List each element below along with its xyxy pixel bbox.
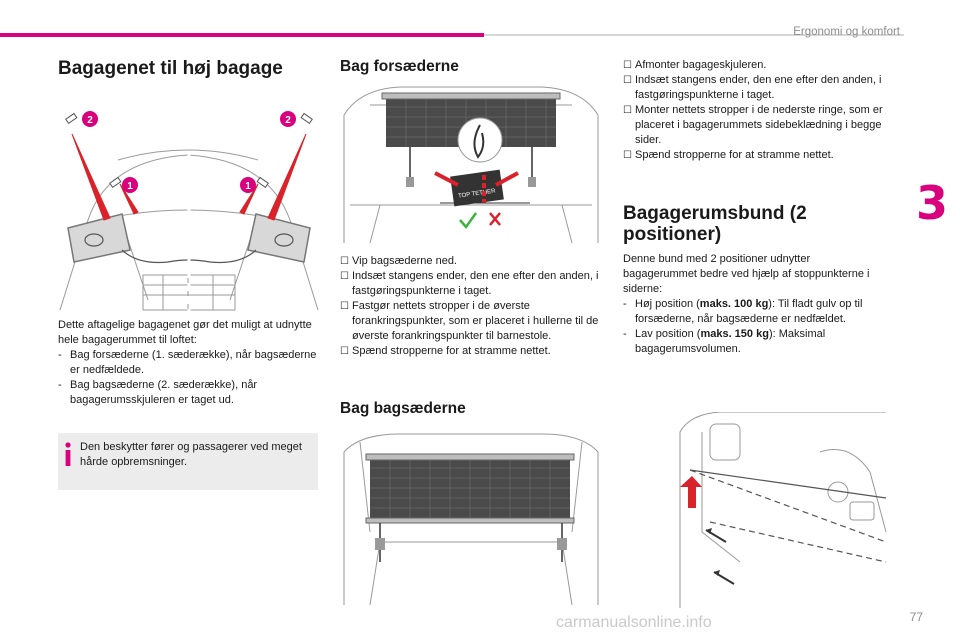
marker-label: 1 xyxy=(127,181,133,192)
step-item: ☐Monter nettets stropper i de nederste r… xyxy=(623,104,883,146)
figure-luggage-net-roof: 2 2 1 1 xyxy=(58,100,320,312)
boot-floor-description: Denne bund med 2 positioner udnytter bag… xyxy=(623,252,885,357)
marker-2-left xyxy=(82,111,98,127)
info-box xyxy=(58,433,318,490)
step-item: ☐Vip bagsæderne ned. xyxy=(340,255,457,267)
luggage-net-description: Dette aftagelige bagagenet gør det mulig… xyxy=(58,318,320,408)
header-accent-bar xyxy=(0,33,484,37)
marker-label: 1 xyxy=(245,181,251,192)
list-item: -Lav position (maks. 150 kg): Maksimal b… xyxy=(623,328,826,355)
intro-text: Denne bund med 2 positioner udnytter bag… xyxy=(623,253,870,295)
top-tether-label: TOP TETHER xyxy=(458,188,497,199)
info-text: Den beskytter fører og passagerer ved me… xyxy=(80,441,302,468)
list-item: -Høj position (maks. 100 kg): Til fladt … xyxy=(623,298,863,325)
step-item: ☐Indsæt stangens ender, den ene efter de… xyxy=(340,270,599,297)
marker-1-right xyxy=(240,177,256,193)
figure-net-behind-rear-seats xyxy=(340,432,602,607)
section-title-behind-rear-seats: Bag bagsæderne xyxy=(340,400,466,417)
step-item: ☐Spænd stropperne for at stramme nettet. xyxy=(340,345,551,357)
section-title-luggage-net: Bagagenet til høj bagage xyxy=(58,58,283,79)
marker-2-right xyxy=(280,111,296,127)
chapter-title: Ergonomi og komfort xyxy=(793,26,900,38)
info-icon xyxy=(65,442,71,466)
step-item: ☐Afmonter bagageskjuleren. xyxy=(623,59,767,71)
marker-1-left xyxy=(122,177,138,193)
steps-behind-rear-seats: ☐Afmonter bagageskjuleren. ☐Indsæt stang… xyxy=(623,58,885,163)
figure-boot-floor-positions xyxy=(650,412,888,608)
intro-text: Dette aftagelige bagagenet gør det mulig… xyxy=(58,319,312,346)
marker-label: 2 xyxy=(285,115,291,126)
page-number: 77 xyxy=(909,610,923,624)
marker-label: 2 xyxy=(87,115,93,126)
section-title-behind-front-seats: Bag forsæderne xyxy=(340,58,459,75)
list-item: -Bag forsæderne (1. sæderække), når bags… xyxy=(58,349,317,376)
watermark: carmanualsonline.info xyxy=(556,614,712,631)
header-rule xyxy=(484,34,904,36)
steps-behind-front-seats: ☐Vip bagsæderne ned. ☐Indsæt stangens en… xyxy=(340,254,602,359)
step-item: ☐Indsæt stangens ender, den ene efter de… xyxy=(623,74,882,101)
figure-net-behind-front-seats: TOP TETHER xyxy=(340,85,602,245)
chapter-number: 3 xyxy=(915,176,948,230)
step-item: ☐Fastgør nettets stropper i de øverste f… xyxy=(340,300,599,342)
section-title-boot-floor: Bagagerumsbund (2 positioner) xyxy=(623,203,807,245)
step-item: ☐Spænd stropperne for at stramme nettet. xyxy=(623,149,834,161)
list-item: -Bag bagsæderne (2. sæderække), når baga… xyxy=(58,379,258,406)
